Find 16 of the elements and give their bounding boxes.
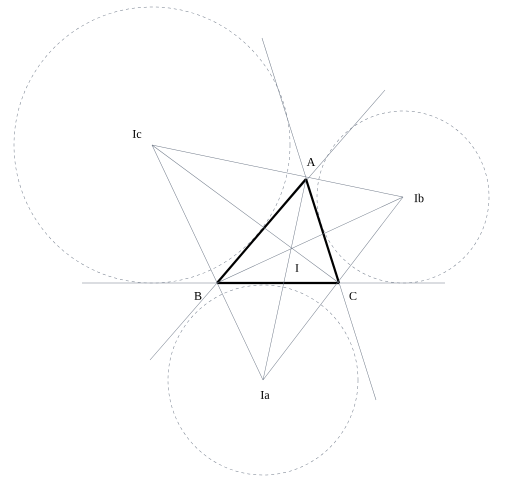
line-segment (262, 178, 306, 380)
point-label: A (306, 158, 316, 166)
point-label: Ia (260, 391, 270, 399)
point-label: B (194, 292, 202, 300)
line-segment (217, 282, 339, 284)
point-label: I (295, 264, 299, 272)
line-segment (152, 144, 264, 380)
point-label: C (350, 292, 356, 300)
line-segment (152, 144, 404, 198)
point-label: Ib (414, 194, 424, 202)
point-label: Ic (132, 130, 142, 138)
line-segment (152, 144, 340, 284)
line-segment (262, 196, 404, 380)
line-segment (304, 178, 340, 284)
line-segment (216, 178, 307, 284)
line-segment (216, 196, 404, 284)
